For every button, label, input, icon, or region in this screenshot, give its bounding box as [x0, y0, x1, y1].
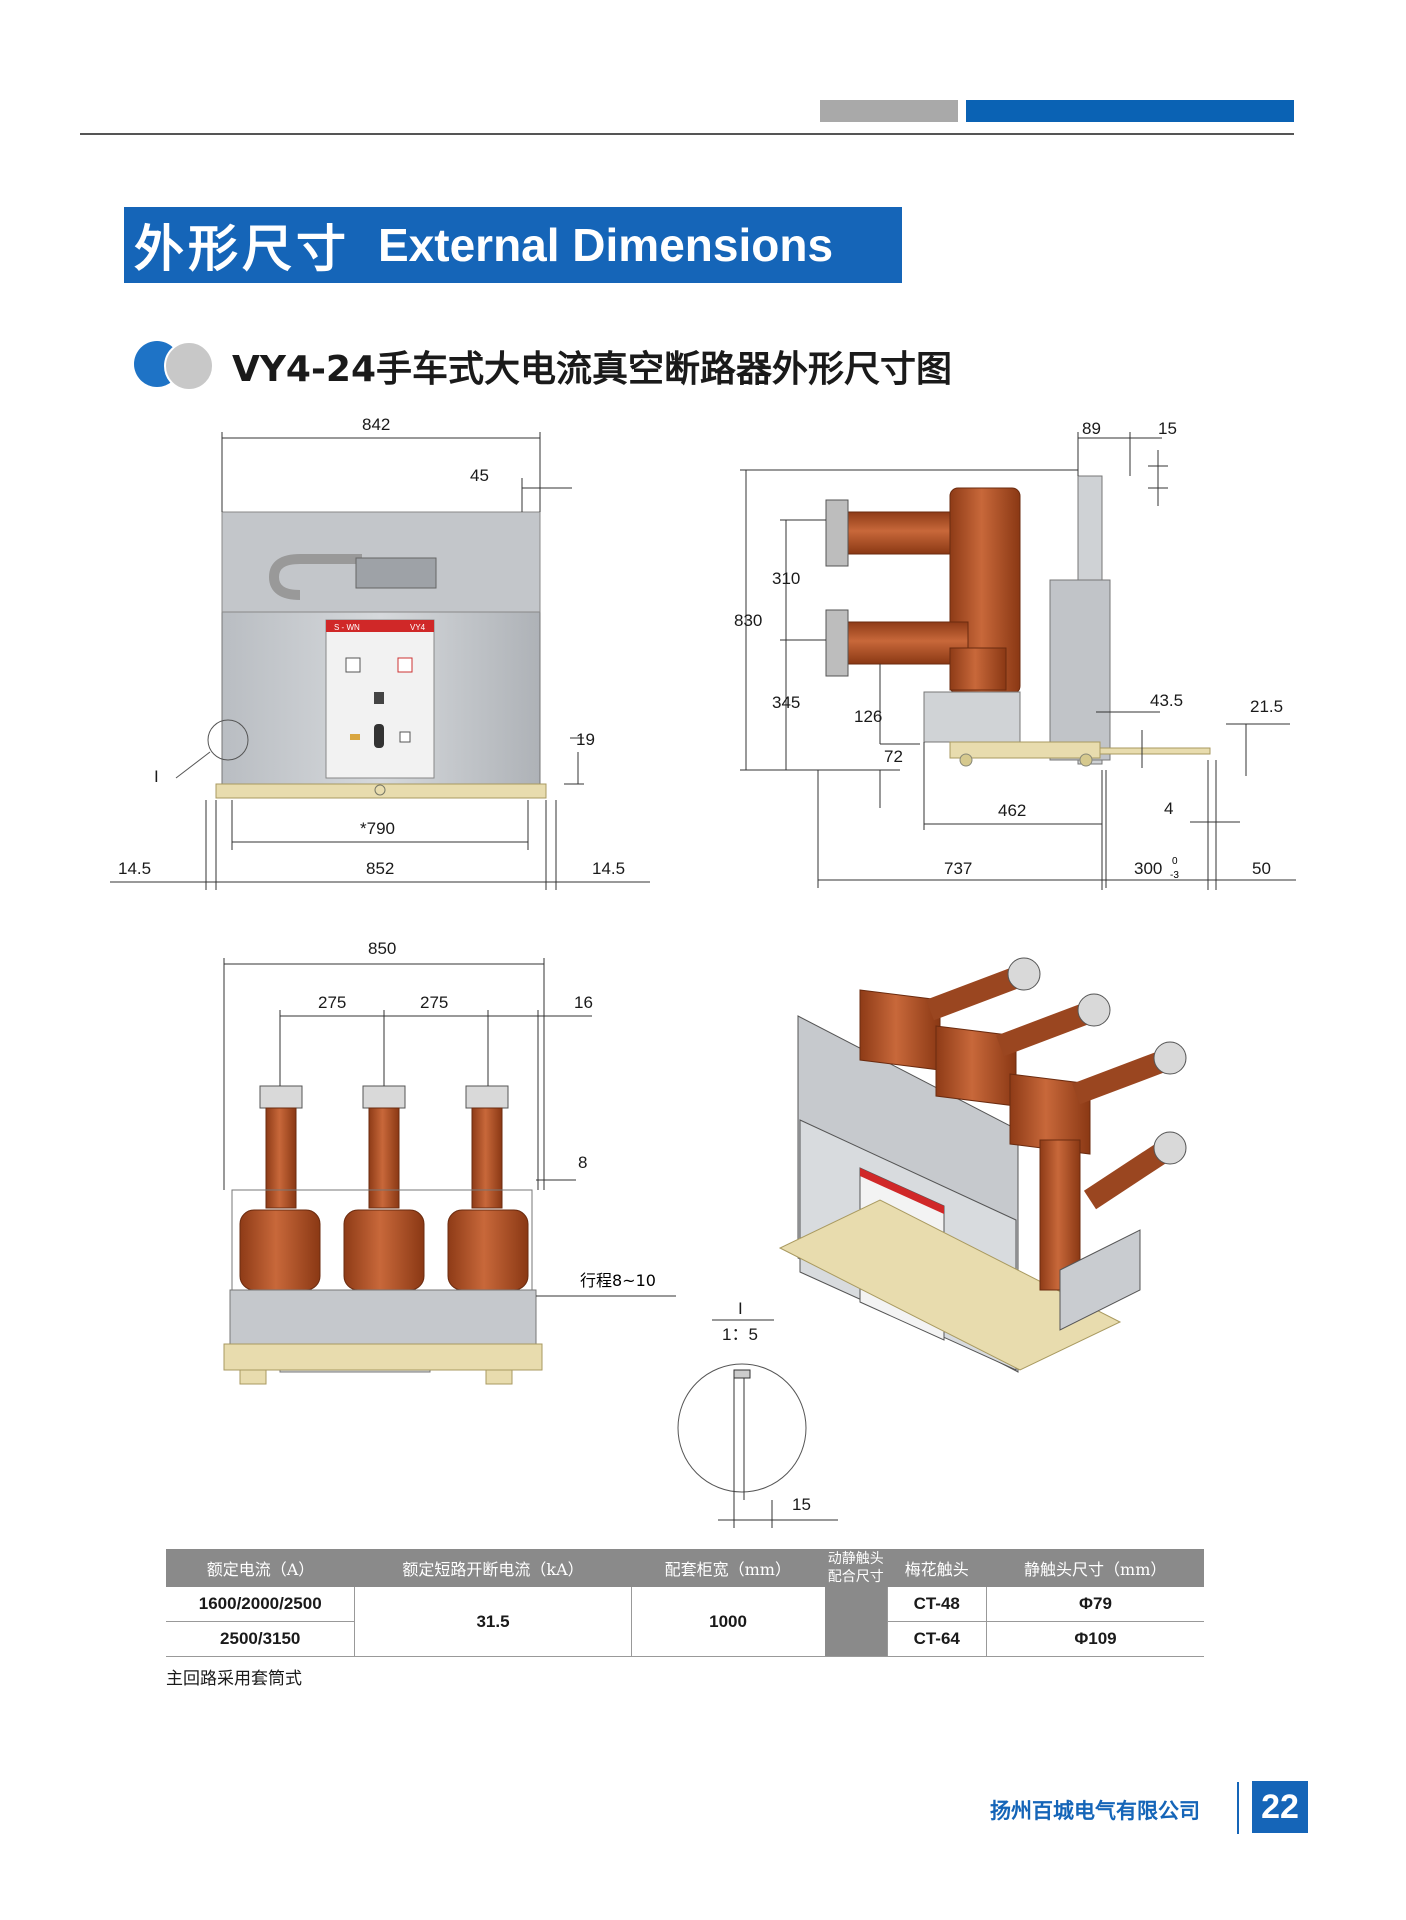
header-gray-bar — [820, 100, 958, 122]
footnote: 主回路采用套筒式 — [166, 1669, 302, 1689]
header-blue-bar — [966, 100, 1294, 122]
dim-14-5-right: 14.5 — [592, 859, 625, 878]
cell-tulip: CT-64 — [886, 1621, 987, 1657]
detail-dim-15: 15 — [792, 1495, 811, 1514]
company-name: 扬州百城电气有限公司 — [990, 1799, 1200, 1823]
cell-size: Φ109 — [985, 1621, 1204, 1657]
col-contact-fit: 动静触头配合尺寸 — [824, 1549, 887, 1587]
cell-current: 2500/3150 — [166, 1621, 355, 1657]
bullet-gray-icon — [164, 341, 214, 391]
dim-345: 345 — [772, 693, 800, 712]
dim-830: 830 — [734, 611, 762, 630]
dim-737: 737 — [944, 859, 972, 878]
panel-model: VY4 — [410, 623, 426, 632]
dim-45: 45 — [470, 466, 489, 485]
dim-14-5-left: 14.5 — [118, 859, 151, 878]
dim-300: 300 — [1134, 859, 1162, 878]
col-rated-current: 额定电流（A） — [166, 1549, 355, 1587]
col-fixed-contact-size: 静触头尺寸（mm） — [986, 1549, 1204, 1587]
dim-462: 462 — [998, 801, 1026, 820]
dim-4: 4 — [1164, 799, 1173, 818]
dim-15: 15 — [1158, 419, 1177, 438]
dim-72: 72 — [884, 747, 903, 766]
dim-19: 19 — [576, 730, 595, 749]
detail-i — [677, 1319, 838, 1528]
cell-width: 1000 — [630, 1587, 825, 1657]
col-tulip-contact: 梅花触头 — [887, 1549, 987, 1587]
front-view — [110, 432, 650, 890]
callout-i: I — [154, 767, 159, 786]
dim-300-tol-lower: -3 — [1170, 870, 1179, 881]
side-view — [740, 432, 1296, 890]
dim-790: *790 — [360, 819, 395, 838]
dim-852: 852 — [366, 859, 394, 878]
cell-size: Φ79 — [985, 1587, 1204, 1622]
cell-breaking: 31.5 — [354, 1587, 632, 1657]
dim-275-left: 275 — [318, 993, 346, 1012]
section-title-cn: 外形尺寸 — [134, 220, 350, 278]
spec-table: 额定电流（A） 额定短路开断电流（kA） 配套柜宽（mm） 动静触头配合尺寸 梅… — [166, 1549, 1204, 1657]
dim-850: 850 — [368, 939, 396, 958]
dim-43-5: 43.5 — [1150, 691, 1183, 710]
dim-842: 842 — [362, 415, 390, 434]
dim-275-right: 275 — [420, 993, 448, 1012]
detail-scale: 1：5 — [722, 1325, 758, 1344]
cell-tulip: CT-48 — [886, 1587, 987, 1622]
table-row: 1600/2000/2500 31.5 1000 CT-48 Φ79 — [166, 1587, 1204, 1657]
dim-126: 126 — [854, 707, 882, 726]
panel-brand: S - WN — [334, 623, 360, 632]
cell-contact-fit-spacer — [824, 1587, 887, 1657]
col-breaking-current: 额定短路开断电流（kA） — [354, 1549, 632, 1587]
dim-310: 310 — [772, 569, 800, 588]
table-row: 2500/3150 CT-64 Φ109 — [166, 1621, 1204, 1657]
dim-50: 50 — [1252, 859, 1271, 878]
detail-label: I — [738, 1299, 743, 1318]
section-title: 外形尺寸 External Dimensions — [124, 207, 902, 283]
travel-label: 行程8~10 — [580, 1271, 656, 1290]
cell-current: 1600/2000/2500 — [166, 1587, 355, 1622]
dim-21-5: 21.5 — [1250, 697, 1283, 716]
page-number: 22 — [1252, 1781, 1308, 1833]
col-cabinet-width: 配套柜宽（mm） — [631, 1549, 825, 1587]
dim-8: 8 — [578, 1153, 587, 1172]
dim-300-tol-upper: 0 — [1172, 856, 1178, 867]
rear-view — [223, 958, 676, 1385]
drawing-subtitle: VY4-24手车式大电流真空断路器外形尺寸图 — [232, 349, 953, 390]
isometric-view — [778, 957, 1187, 1373]
footer-separator — [1237, 1782, 1239, 1834]
section-title-en: External Dimensions — [378, 219, 834, 271]
dim-16: 16 — [574, 993, 593, 1012]
header-rule — [80, 133, 1294, 135]
dim-89: 89 — [1082, 419, 1101, 438]
